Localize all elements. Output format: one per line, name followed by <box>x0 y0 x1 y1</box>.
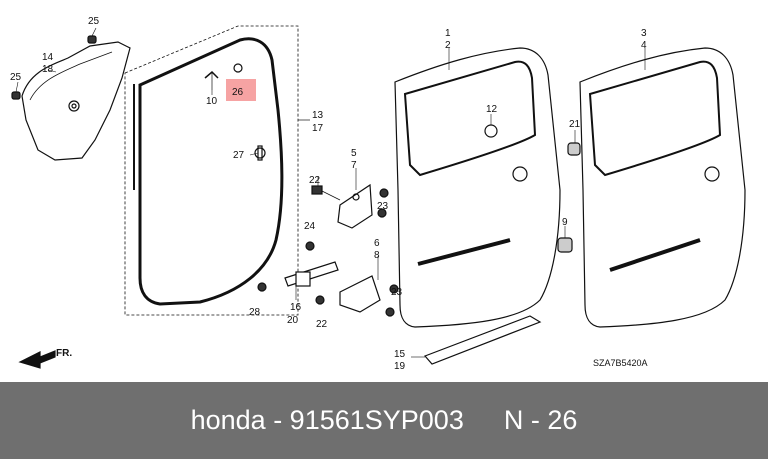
callout-23b: 23 <box>391 287 403 298</box>
callout-14: 14 <box>42 52 54 63</box>
door-shell-2 <box>579 47 746 328</box>
callout-17: 17 <box>312 123 324 134</box>
callout-15: 15 <box>394 349 406 360</box>
callout-18: 18 <box>42 64 54 75</box>
callout-22b: 22 <box>316 319 328 330</box>
callout-26: 26 <box>232 87 244 98</box>
callout-1: 1 <box>445 28 451 39</box>
callout-25a: 25 <box>88 16 100 27</box>
callout-2: 2 <box>445 40 451 51</box>
parts-diagram: 25 14 18 25 10 26 13 17 27 5 7 22 23 24 … <box>10 16 746 372</box>
callout-20: 20 <box>287 315 299 326</box>
callout-9: 9 <box>562 217 568 228</box>
callout-7: 7 <box>351 160 357 171</box>
callout-25b: 25 <box>10 72 22 83</box>
callout-3: 3 <box>641 28 647 39</box>
callout-19: 19 <box>394 361 406 372</box>
footer-brand-part: honda - 91561SYP003 <box>190 405 464 435</box>
upper-hinge <box>337 183 373 229</box>
callout-23a: 23 <box>377 201 389 212</box>
door-weatherstrip <box>138 37 284 306</box>
callout-8: 8 <box>374 250 380 261</box>
front-arrow <box>18 350 56 369</box>
footer-callout: N - 26 <box>503 405 578 435</box>
callout-12: 12 <box>486 104 498 115</box>
diagram-code: SZA7B5420A <box>593 358 648 368</box>
callout-28: 28 <box>249 307 261 318</box>
callout-27: 27 <box>233 150 245 161</box>
door-shell-1 <box>394 47 561 328</box>
door-checker <box>284 261 339 287</box>
callout-21: 21 <box>569 119 581 130</box>
door-trim-panel <box>21 41 131 161</box>
callout-5: 5 <box>351 148 357 159</box>
callout-10: 10 <box>206 96 218 107</box>
footer-bar: honda - 91561SYP003 N - 26 <box>0 382 768 459</box>
callout-22a: 22 <box>309 175 321 186</box>
callout-4: 4 <box>641 40 647 51</box>
callout-24: 24 <box>304 221 316 232</box>
callout-26-highlight <box>226 79 256 101</box>
lower-hinge <box>339 275 381 313</box>
callout-13: 13 <box>312 110 324 121</box>
callout-16: 16 <box>290 302 302 313</box>
callout-6: 6 <box>374 238 380 249</box>
lower-molding <box>423 315 542 365</box>
front-arrow-label: FR. <box>56 348 72 359</box>
weatherstrip-box <box>124 25 299 316</box>
